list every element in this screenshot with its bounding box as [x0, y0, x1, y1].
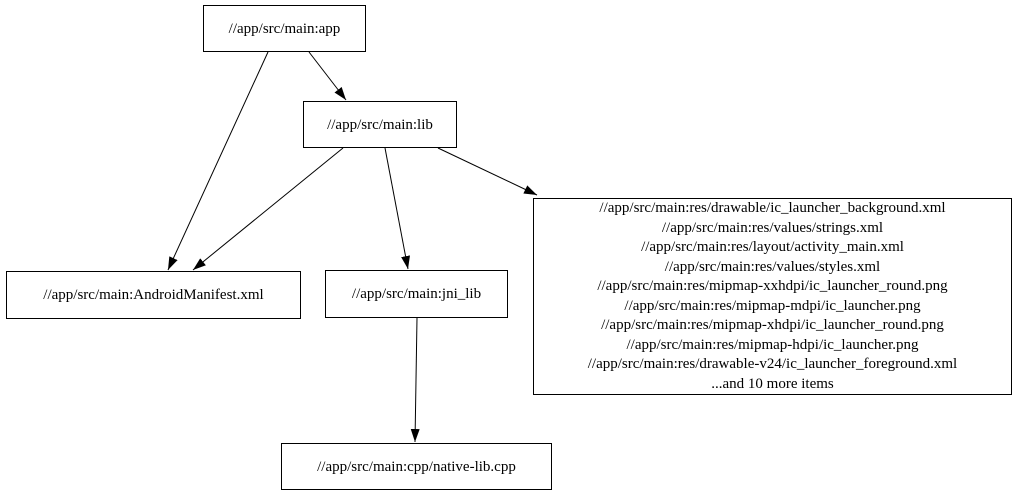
resources-line: //app/src/main:res/mipmap-xxhdpi/ic_laun… [597, 278, 948, 294]
node-lib-label: //app/src/main:lib [327, 116, 433, 133]
resources-line: //app/src/main:res/drawable/ic_launcher_… [599, 200, 946, 216]
edge-app-to-lib [308, 51, 347, 101]
node-resources: //app/src/main:res/drawable/ic_launcher_… [533, 198, 1012, 395]
node-jni-lib: //app/src/main:jni_lib [325, 270, 508, 318]
node-app-label: //app/src/main:app [228, 20, 341, 37]
node-native-lib-label: //app/src/main:cpp/native-lib.cpp [317, 458, 516, 475]
node-app: //app/src/main:app [203, 5, 366, 52]
node-android-manifest: //app/src/main:AndroidManifest.xml [6, 271, 301, 319]
resources-line: //app/src/main:res/values/strings.xml [661, 219, 884, 236]
resources-line: //app/src/main:res/values/styles.xml [664, 258, 881, 275]
node-android-manifest-label: //app/src/main:AndroidManifest.xml [43, 287, 264, 303]
node-native-lib: //app/src/main:cpp/native-lib.cpp [281, 443, 552, 490]
resources-line: //app/src/main:res/drawable-v24/ic_launc… [587, 356, 958, 372]
resources-more-items: ...and 10 more items [711, 375, 834, 392]
node-jni-lib-label: //app/src/main:jni_lib [351, 286, 482, 302]
edge-lib-to-resources [437, 147, 538, 196]
resources-line: //app/src/main:res/mipmap-xhdpi/ic_launc… [601, 317, 944, 333]
edge-app-to-android-manifest [167, 51, 269, 271]
node-lib: //app/src/main:lib [303, 101, 457, 148]
resources-line: //app/src/main:res/layout/activity_main.… [641, 239, 904, 255]
edge-lib-to-jni-lib [384, 147, 410, 270]
resources-line: //app/src/main:res/mipmap-mdpi/ic_launch… [624, 297, 921, 314]
edge-jni-lib-to-native-lib [410, 317, 420, 443]
resources-line: //app/src/main:res/mipmap-hdpi/ic_launch… [626, 336, 919, 353]
edge-lib-to-android-manifest [192, 147, 344, 271]
